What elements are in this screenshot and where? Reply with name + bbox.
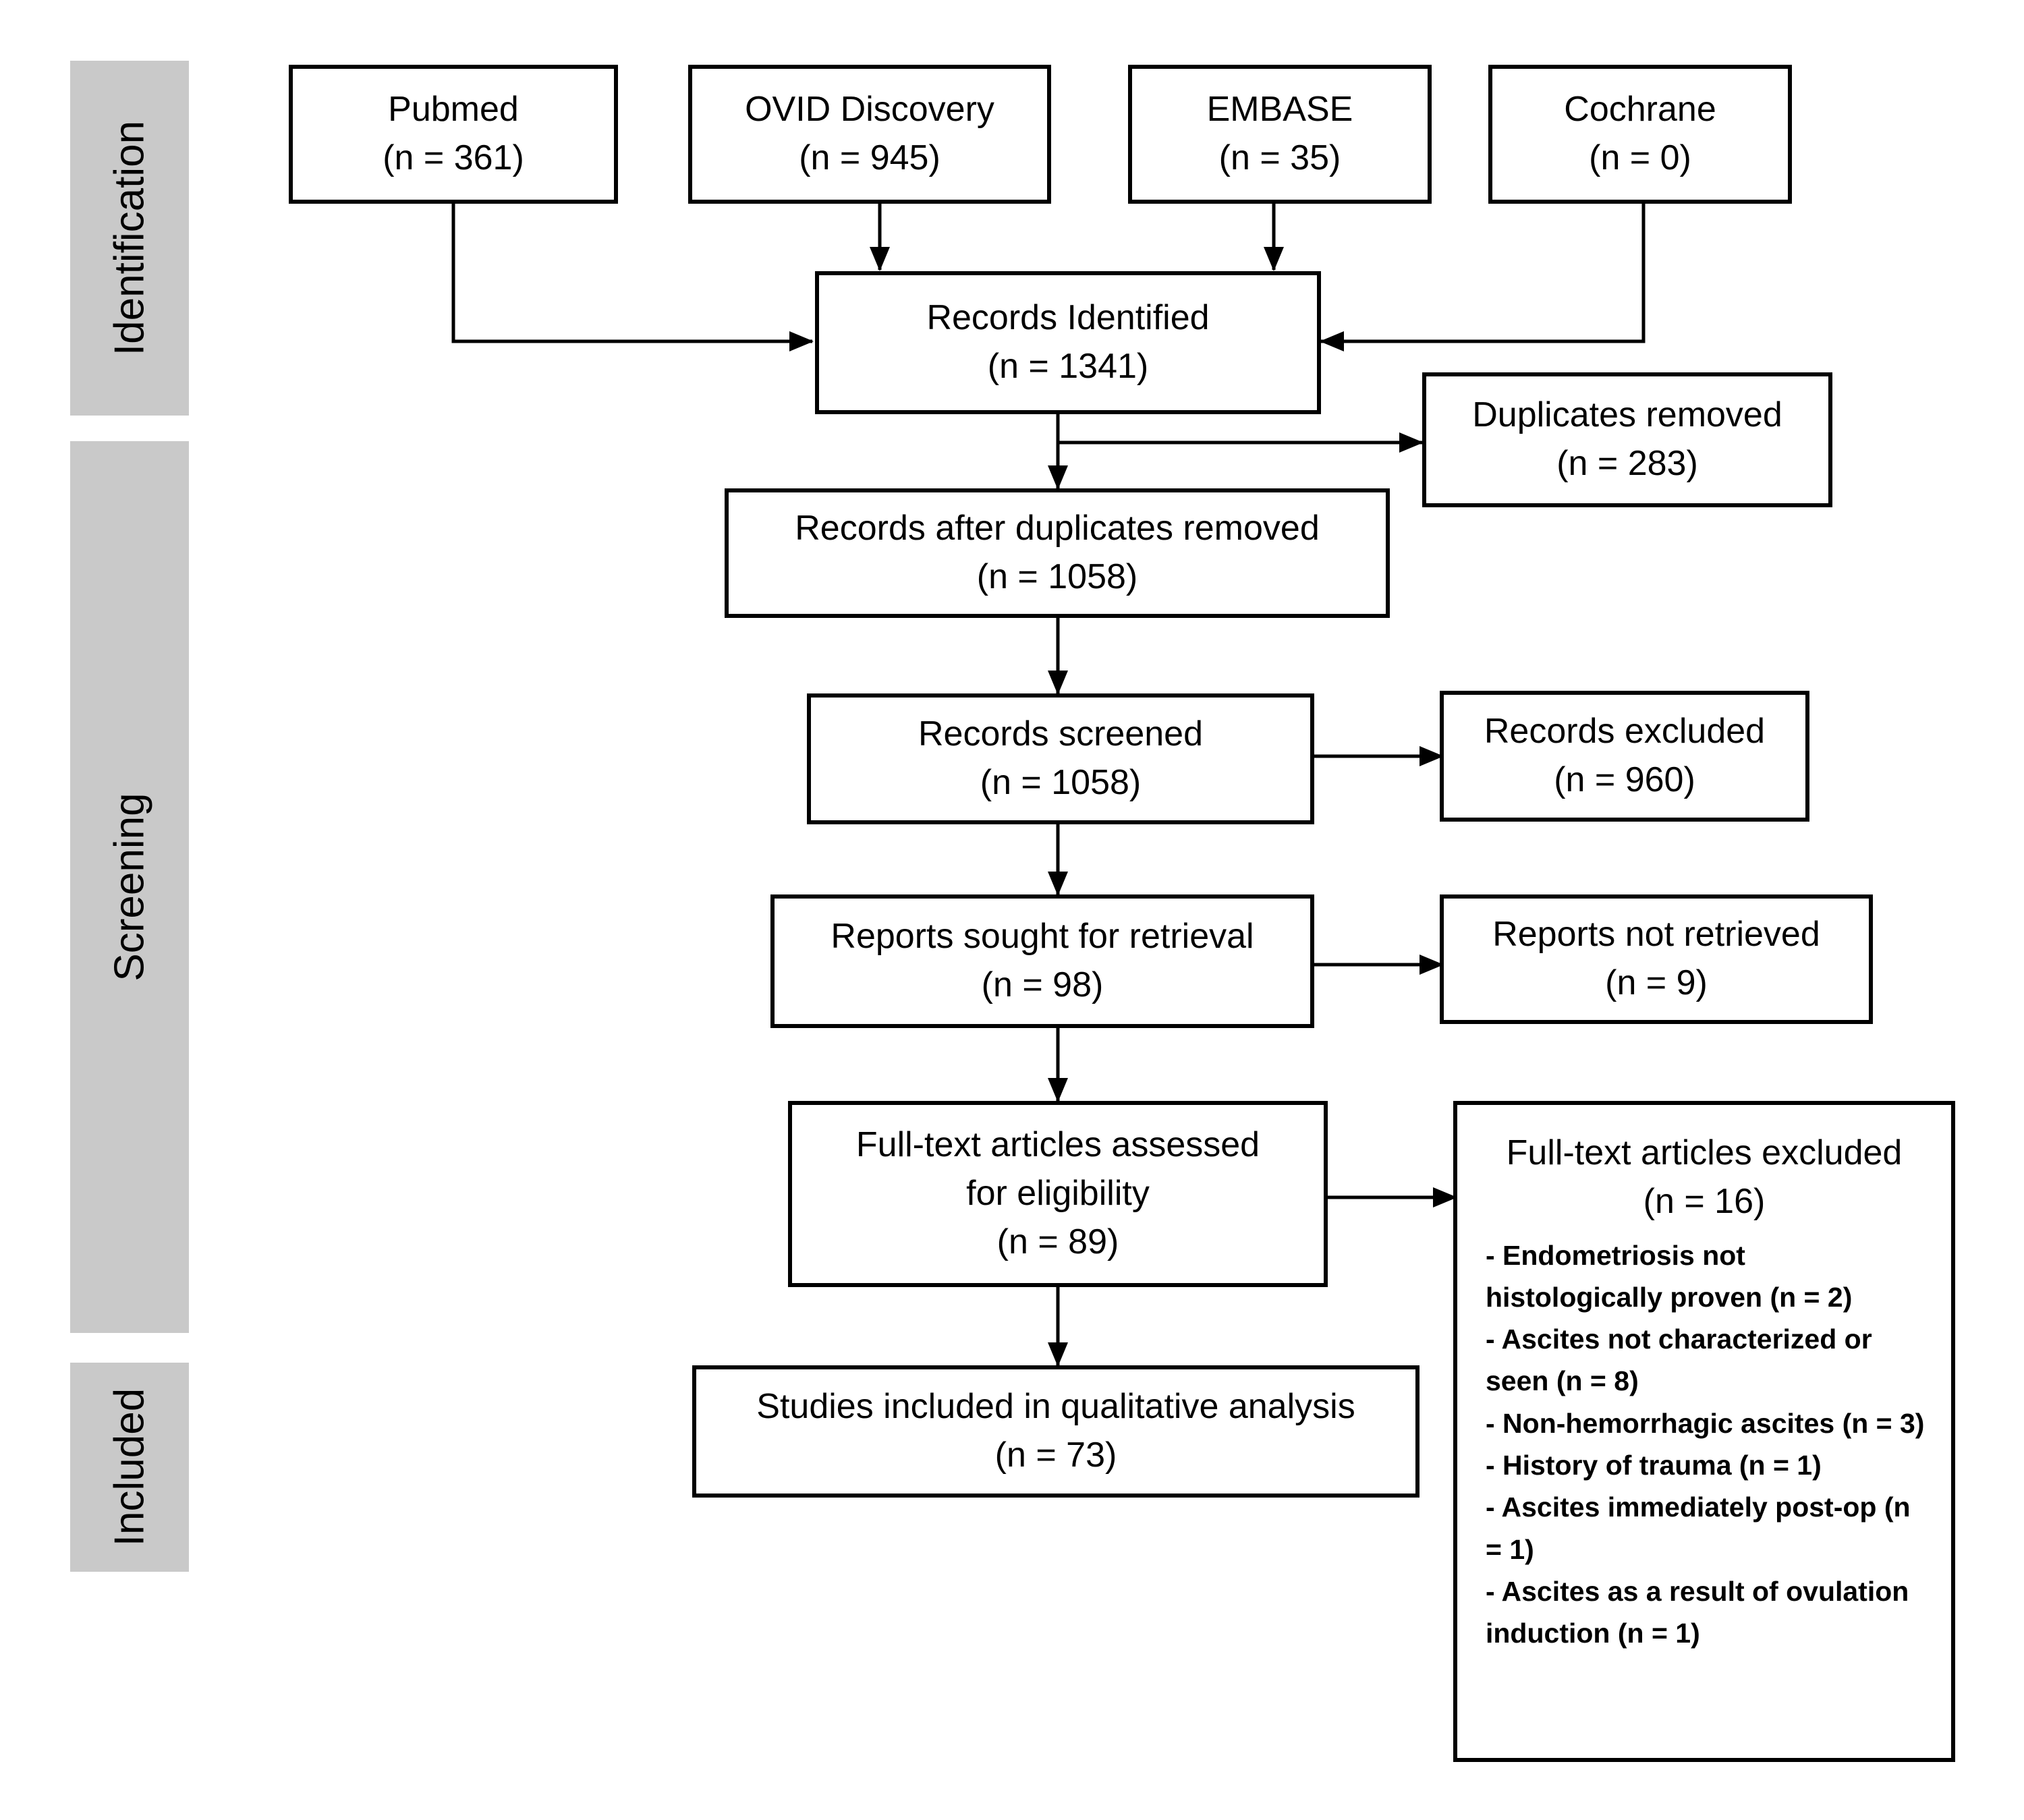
source-cochrane-box: Cochrane (n = 0): [1488, 65, 1792, 204]
duplicates-removed-count: (n = 283): [1556, 444, 1698, 483]
records-screened-label: Records screened: [918, 714, 1203, 754]
duplicates-removed-label: Duplicates removed: [1472, 395, 1782, 435]
source-pubmed-box: Pubmed (n = 361): [289, 65, 618, 204]
source-embase-label: EMBASE: [1206, 90, 1353, 130]
source-embase-box: EMBASE (n = 35): [1128, 65, 1432, 204]
records-excluded-label: Records excluded: [1484, 712, 1766, 751]
phase-screening: Screening: [70, 441, 189, 1333]
phase-included: Included: [70, 1363, 189, 1572]
records-after-duplicates-box: Records after duplicates removed (n = 10…: [725, 488, 1390, 618]
source-embase-count: (n = 35): [1218, 138, 1341, 177]
records-identified-label: Records Identified: [926, 298, 1210, 338]
exclusion-reason: - Ascites not characterized or seen (n =…: [1486, 1324, 1872, 1397]
records-identified-box: Records Identified (n = 1341): [815, 271, 1321, 414]
source-pubmed-label: Pubmed: [388, 90, 519, 130]
full-text-assessed-label-line1: Full-text articles assessed: [855, 1125, 1260, 1165]
reports-not-retrieved-box: Reports not retrieved (n = 9): [1440, 894, 1873, 1024]
phase-identification: Identification: [70, 61, 189, 416]
records-identified-count: (n = 1341): [987, 347, 1149, 386]
full-text-excluded-count: (n = 16): [1643, 1181, 1766, 1221]
records-after-duplicates-label: Records after duplicates removed: [795, 509, 1320, 548]
duplicates-removed-box: Duplicates removed (n = 283): [1422, 372, 1832, 507]
exclusion-reason: - Endometriosis not histologically prove…: [1486, 1239, 1853, 1313]
records-screened-box: Records screened (n = 1058): [807, 693, 1314, 824]
reports-not-retrieved-label: Reports not retrieved: [1492, 915, 1820, 955]
records-after-duplicates-count: (n = 1058): [976, 557, 1138, 596]
exclusion-reasons-list: - Endometriosis not histologically prove…: [1457, 1226, 1951, 1655]
source-ovid-box: OVID Discovery (n = 945): [688, 65, 1051, 204]
connector-pubmed: [451, 202, 814, 351]
source-cochrane-count: (n = 0): [1589, 138, 1691, 177]
full-text-excluded-box: Full-text articles excluded (n = 16) - E…: [1453, 1101, 1955, 1762]
full-text-assessed-label-line2: for eligibility: [966, 1174, 1150, 1214]
reports-sought-box: Reports sought for retrieval (n = 98): [770, 894, 1314, 1028]
full-text-assessed-box: Full-text articles assessed for eligibil…: [788, 1101, 1328, 1287]
exclusion-reason: - History of trauma (n = 1): [1486, 1450, 1822, 1481]
connector-cochrane: [1320, 202, 1646, 351]
studies-included-count: (n = 73): [994, 1435, 1117, 1475]
full-text-assessed-count: (n = 89): [996, 1222, 1119, 1261]
source-ovid-count: (n = 945): [799, 138, 940, 177]
reports-sought-label: Reports sought for retrieval: [831, 917, 1254, 957]
source-ovid-label: OVID Discovery: [745, 90, 994, 130]
exclusion-reason: - Ascites as a result of ovulation induc…: [1486, 1576, 1909, 1649]
records-excluded-box: Records excluded (n = 960): [1440, 691, 1809, 822]
reports-not-retrieved-count: (n = 9): [1605, 963, 1708, 1002]
source-cochrane-label: Cochrane: [1564, 90, 1716, 130]
source-pubmed-count: (n = 361): [383, 138, 524, 177]
records-screened-count: (n = 1058): [980, 763, 1142, 802]
records-excluded-count: (n = 960): [1554, 760, 1695, 799]
studies-included-box: Studies included in qualitative analysis…: [692, 1365, 1419, 1498]
reports-sought-count: (n = 98): [981, 965, 1104, 1004]
exclusion-reason: - Non-hemorrhagic ascites (n = 3): [1486, 1407, 1925, 1439]
studies-included-label: Studies included in qualitative analysis: [756, 1387, 1355, 1427]
full-text-excluded-label: Full-text articles excluded: [1506, 1133, 1903, 1172]
exclusion-reason: - Ascites immediately post-op (n = 1): [1486, 1491, 1911, 1565]
